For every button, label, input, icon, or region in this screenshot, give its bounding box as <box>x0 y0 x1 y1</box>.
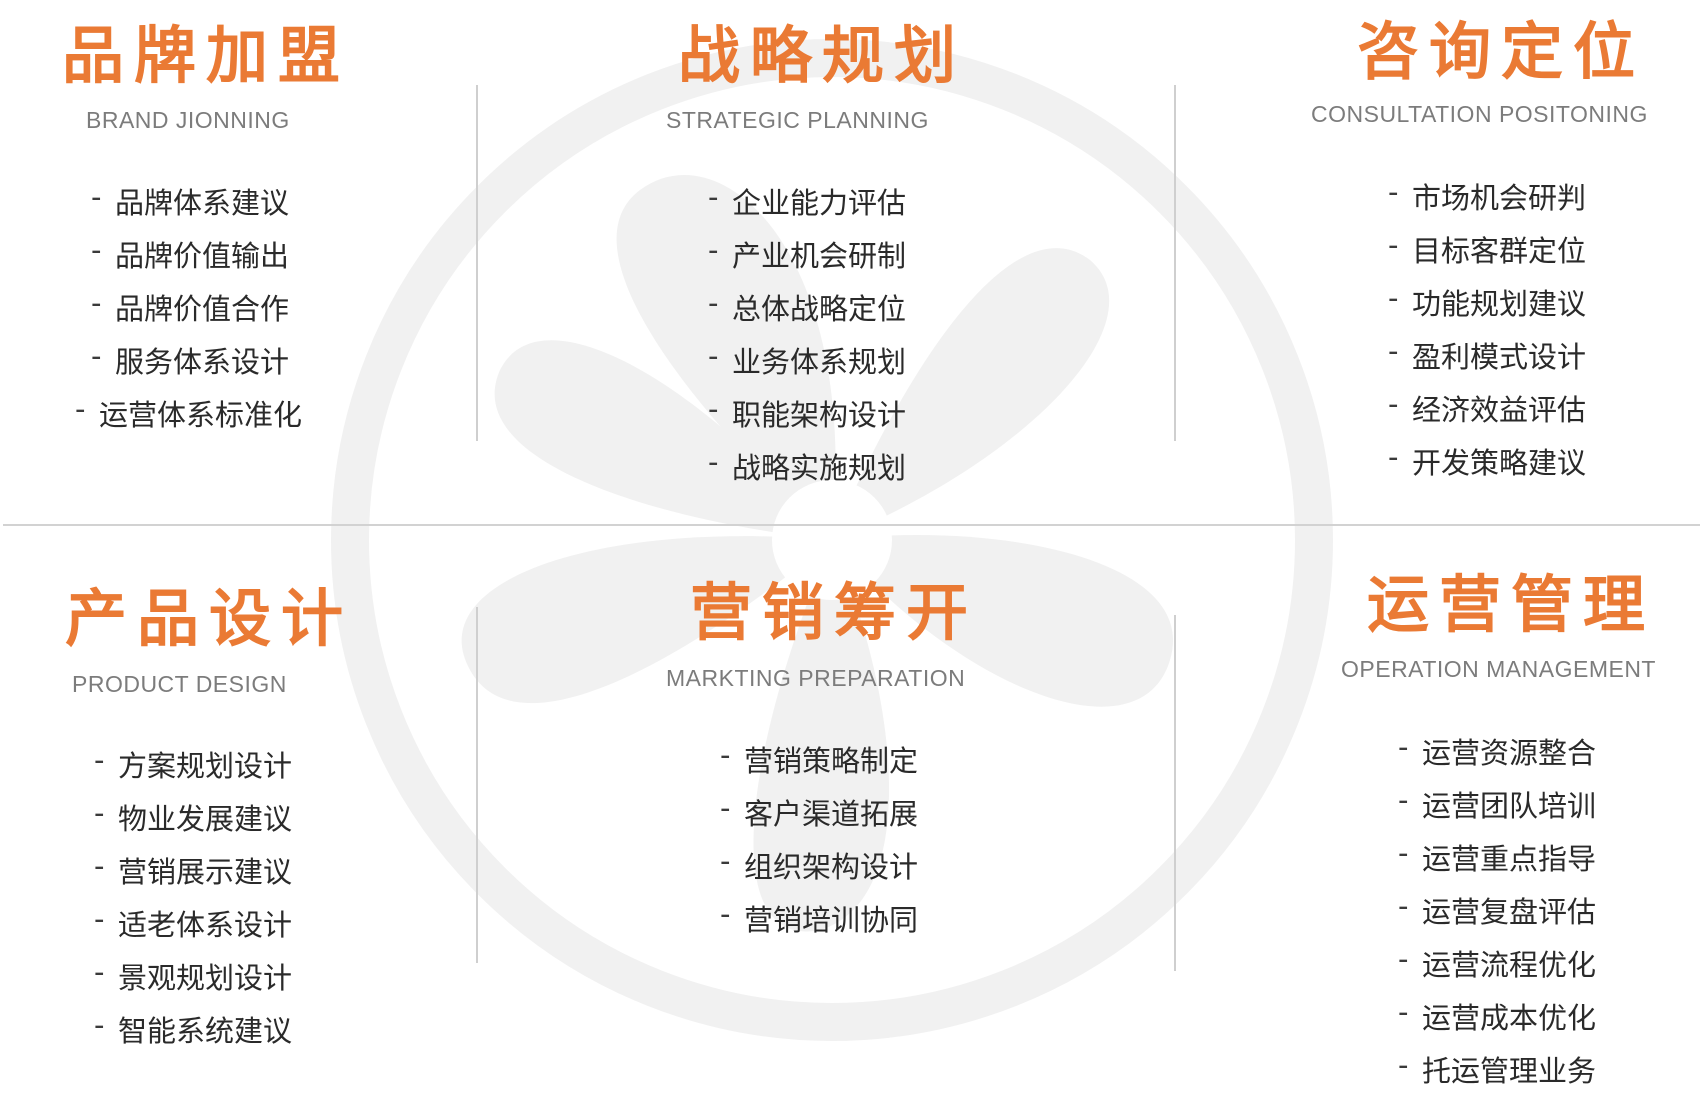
list-item: -运营流程优化 <box>1398 942 1597 982</box>
list-item: -盈利模式设计 <box>1388 334 1587 374</box>
section-list-operation: -运营资源整合 -运营团队培训 -运营重点指导 -运营复盘评估 -运营流程优化 … <box>1398 730 1596 1101</box>
list-item: -运营成本优化 <box>1398 995 1597 1035</box>
horizontal-divider <box>3 524 1700 526</box>
list-item: -运营资源整合 <box>1398 730 1597 770</box>
list-item: -目标客群定位 <box>1388 228 1587 268</box>
section-title-brand: 品牌加盟 <box>62 19 351 92</box>
vertical-divider <box>1174 85 1176 441</box>
section-subtitle-consultation: CONSULTATION POSITONING <box>1311 101 1648 127</box>
list-item: -品牌价值合作 <box>91 286 290 326</box>
list-item: -品牌价值输出 <box>91 233 290 273</box>
list-item: -服务体系设计 <box>91 339 290 379</box>
list-item: -景观规划设计 <box>94 955 293 995</box>
section-list-brand: -品牌体系建议 -品牌价值输出 -品牌价值合作 -服务体系设计 -运营体系标准化 <box>75 180 302 445</box>
section-title-product: 产品设计 <box>65 582 354 655</box>
list-item: -经济效益评估 <box>1388 387 1587 427</box>
section-list-consultation: -市场机会研判 -目标客群定位 -功能规划建议 -盈利模式设计 -经济效益评估 … <box>1388 175 1586 493</box>
section-list-product: -方案规划设计 -物业发展建议 -营销展示建议 -适老体系设计 -景观规划设计 … <box>94 743 292 1061</box>
section-title-consultation: 咨询定位 <box>1357 15 1646 88</box>
section-list-marketing: -营销策略制定 -客户渠道拓展 -组织架构设计 -营销培训协同 <box>720 738 918 950</box>
list-item: -功能规划建议 <box>1388 281 1587 321</box>
vertical-divider <box>476 607 478 963</box>
list-item: -市场机会研判 <box>1388 175 1587 215</box>
list-item: -品牌体系建议 <box>91 180 290 220</box>
list-item: -开发策略建议 <box>1388 440 1587 480</box>
section-subtitle-strategy: STRATEGIC PLANNING <box>666 107 929 133</box>
list-item: -产业机会研制 <box>708 233 907 273</box>
section-subtitle-product: PRODUCT DESIGN <box>72 671 287 697</box>
list-item: -战略实施规划 <box>708 445 907 485</box>
section-title-strategy: 战略规划 <box>678 19 967 92</box>
list-item: -企业能力评估 <box>708 180 907 220</box>
section-subtitle-marketing: MARKTING PREPARATION <box>666 665 966 691</box>
list-item: -运营重点指导 <box>1398 836 1597 876</box>
list-item: -适老体系设计 <box>94 902 293 942</box>
section-list-strategy: -企业能力评估 -产业机会研制 -总体战略定位 -业务体系规划 -职能架构设计 … <box>708 180 906 498</box>
list-item: -业务体系规划 <box>708 339 907 379</box>
list-item: -运营体系标准化 <box>75 392 303 432</box>
list-item: -总体战略定位 <box>708 286 907 326</box>
list-item: -营销展示建议 <box>94 849 293 889</box>
list-item: -托运管理业务 <box>1398 1048 1597 1088</box>
section-subtitle-operation: OPERATION MANAGEMENT <box>1341 656 1656 682</box>
section-title-operation: 运营管理 <box>1367 568 1656 641</box>
list-item: -运营复盘评估 <box>1398 889 1597 929</box>
list-item: -营销策略制定 <box>720 738 919 778</box>
section-subtitle-brand: BRAND JIONNING <box>86 107 290 133</box>
vertical-divider <box>1174 615 1176 971</box>
list-item: -物业发展建议 <box>94 796 293 836</box>
list-item: -智能系统建议 <box>94 1008 293 1048</box>
list-item: -运营团队培训 <box>1398 783 1597 823</box>
list-item: -营销培训协同 <box>720 897 919 937</box>
vertical-divider <box>476 85 478 441</box>
list-item: -客户渠道拓展 <box>720 791 919 831</box>
list-item: -组织架构设计 <box>720 844 919 884</box>
section-title-marketing: 营销筹开 <box>690 576 979 649</box>
list-item: -职能架构设计 <box>708 392 907 432</box>
list-item: -方案规划设计 <box>94 743 293 783</box>
